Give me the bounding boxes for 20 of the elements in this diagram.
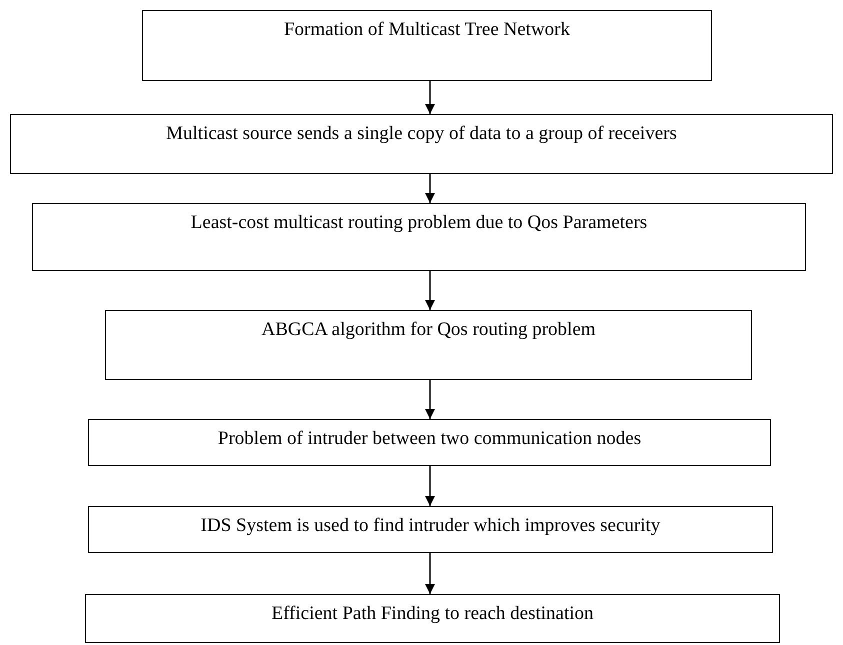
arrow (425, 380, 435, 419)
box-text: ABGCA algorithm for Qos routing problem (261, 319, 596, 341)
box-text: Multicast source sends a single copy of data to a group of receivers (166, 123, 677, 145)
process-box (142, 10, 712, 81)
process-box (85, 594, 780, 643)
arrow (425, 271, 435, 310)
process-box (88, 506, 773, 553)
process-box (10, 114, 833, 174)
arrow (425, 553, 435, 594)
process-box (105, 310, 752, 380)
box-text: Efficient Path Finding to reach destination (271, 603, 594, 625)
arrow (425, 81, 435, 114)
box-text: IDS System is used to find intruder which improves security (200, 515, 660, 537)
box-text: Formation of Multicast Tree Network (284, 19, 570, 41)
process-box (88, 419, 771, 466)
process-box (32, 203, 806, 271)
arrow (425, 466, 435, 506)
box-text: Least-cost multicast routing problem due to Qos Parameters (190, 212, 648, 234)
box-text: Problem of intruder between two communication nodes (218, 428, 642, 450)
arrow (425, 174, 435, 203)
